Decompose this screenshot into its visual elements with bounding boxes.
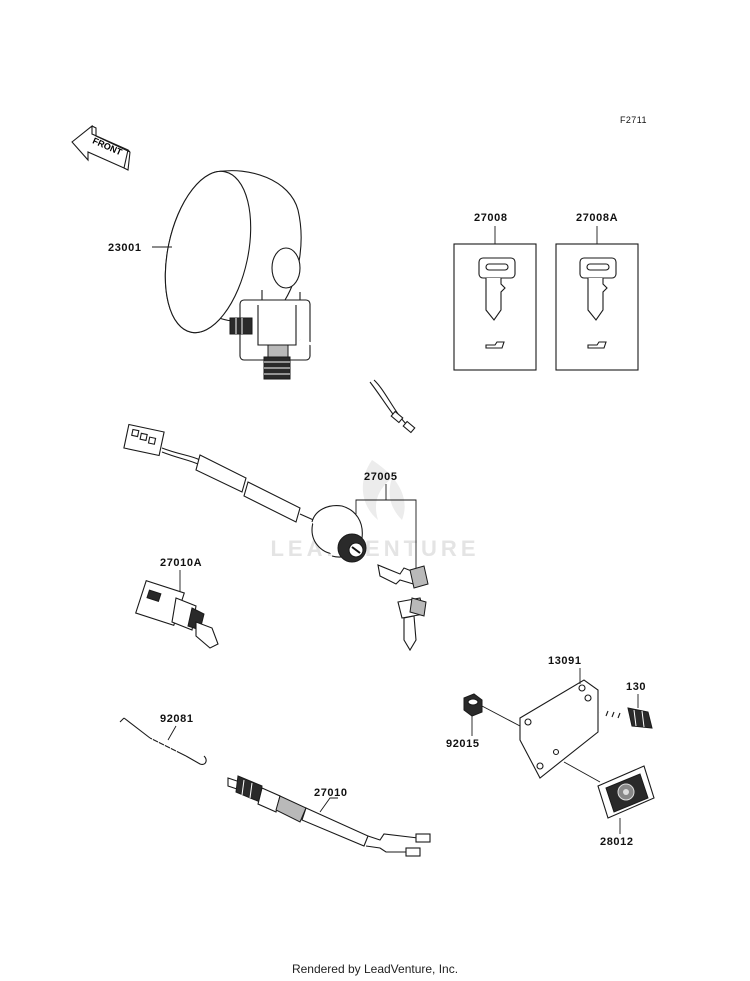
key-blank-27008-part [453, 226, 537, 371]
key-blank-27008a-part [555, 226, 639, 371]
label-27010: 27010 [314, 787, 348, 799]
front-arrow-icon: FRONT [71, 124, 131, 171]
label-27010a: 27010A [160, 557, 202, 569]
decal-part [563, 761, 655, 819]
figure-code: F2711 [620, 115, 647, 125]
footer-credit: Rendered by LeadVenture, Inc. [291, 962, 459, 976]
switch-27010a-part [135, 570, 219, 649]
watermark: LEADVENTURE [270, 460, 479, 561]
watermark-text: LEADVENTURE [270, 536, 479, 561]
bracket-part [519, 679, 599, 779]
label-13091: 13091 [548, 655, 582, 667]
headlight-part [164, 170, 416, 434]
label-27008a: 27008A [576, 212, 618, 224]
label-92081: 92081 [160, 713, 194, 725]
label-27008: 27008 [474, 212, 508, 224]
ignition-switch-part [123, 423, 429, 652]
nut-part [463, 693, 521, 727]
label-130: 130 [626, 681, 646, 693]
label-27005: 27005 [364, 471, 398, 483]
brake-switch-part [227, 775, 431, 857]
label-28012: 28012 [600, 836, 634, 848]
label-92015: 92015 [446, 738, 480, 750]
bolt-part [599, 707, 653, 729]
spring-part [119, 717, 207, 765]
label-23001: 23001 [108, 242, 142, 254]
